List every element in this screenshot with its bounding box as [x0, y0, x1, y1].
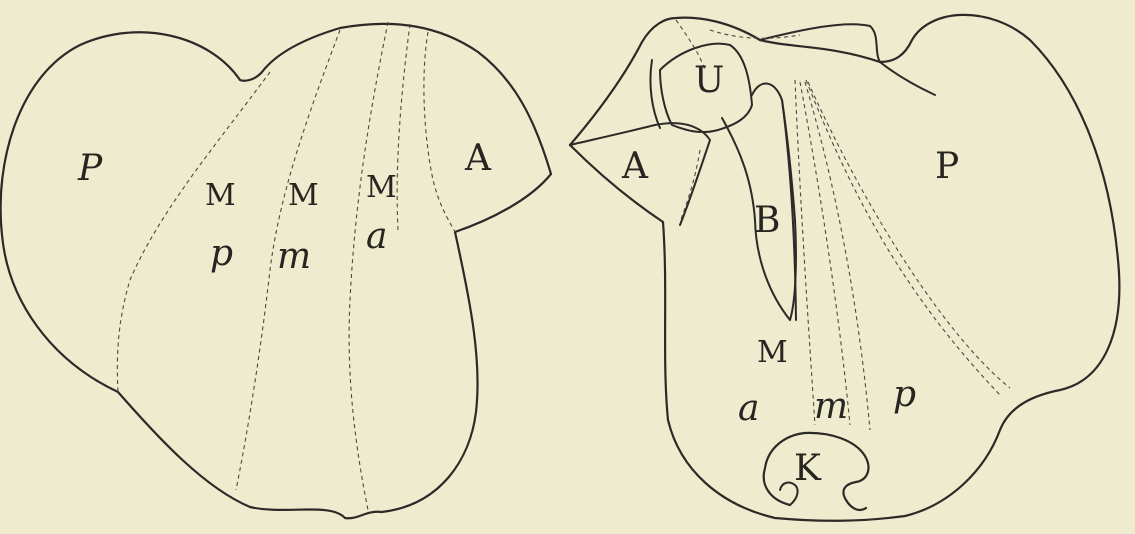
left-label-p: p — [210, 233, 233, 274]
left-label-a: a — [366, 216, 387, 257]
left-label-M-posterior: M — [205, 178, 236, 213]
right-label-M: M — [757, 335, 788, 370]
left-label-M-middle: M — [288, 178, 319, 213]
right-label-B: B — [754, 200, 780, 241]
right-label-A: A — [621, 146, 649, 187]
left-label-P: P — [77, 148, 103, 189]
right-label-P: P — [935, 146, 959, 187]
right-label-U: U — [694, 60, 724, 101]
right-label-p: p — [893, 374, 916, 415]
left-label-A: A — [464, 138, 492, 179]
right-label-K: K — [794, 448, 822, 489]
left-label-M-anterior: M — [366, 170, 397, 205]
left-label-m: m — [277, 236, 311, 277]
right-label-a: a — [738, 388, 759, 429]
right-label-m: m — [814, 386, 848, 427]
